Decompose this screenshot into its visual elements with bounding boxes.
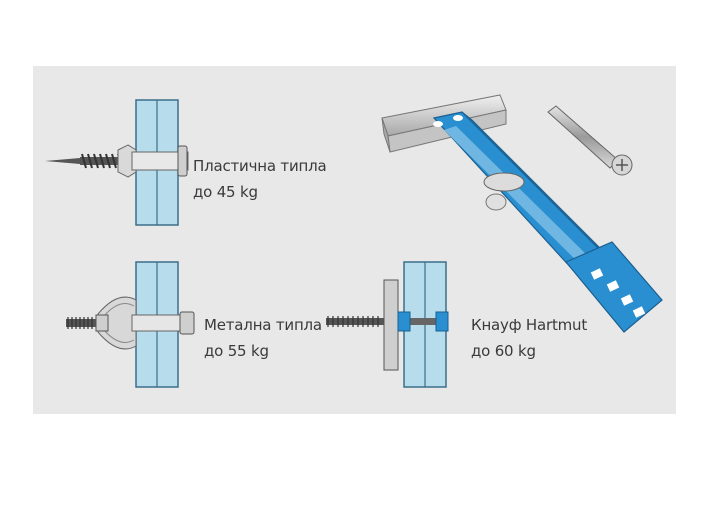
hartmut-anchor-illustration <box>326 261 449 388</box>
metal-anchor-illustration <box>66 261 195 388</box>
wing-nut <box>483 172 525 211</box>
blue-anchor-part <box>397 311 449 332</box>
anchor-capacity: до 45 kg <box>193 183 258 201</box>
threaded-rod <box>326 316 446 327</box>
anchor-capacity: до 60 kg <box>471 342 536 360</box>
hartmut-anchor-label: Кнауф Hartmut до 60 kg <box>471 314 587 362</box>
blue-anchor-body <box>432 111 663 333</box>
plastic-dowel <box>117 144 189 178</box>
anchor-name: Метална типла <box>204 316 322 334</box>
wood-screw <box>45 153 132 169</box>
expanding-sleeve <box>95 296 195 350</box>
plastic-anchor-label: Пластична типла до 45 kg <box>193 155 327 203</box>
anchor-name: Пластична типла <box>193 157 327 175</box>
anchor-capacity: до 55 kg <box>204 342 269 360</box>
bolt-screw <box>547 105 633 176</box>
mounting-plate <box>383 279 399 371</box>
hartmut-3d-view <box>381 94 663 333</box>
plastic-anchor-illustration <box>45 99 189 226</box>
metal-anchor-label: Метална типла до 55 kg <box>204 314 322 362</box>
anchor-name: Кнауф Hartmut <box>471 316 588 334</box>
machine-bolt <box>66 317 96 329</box>
